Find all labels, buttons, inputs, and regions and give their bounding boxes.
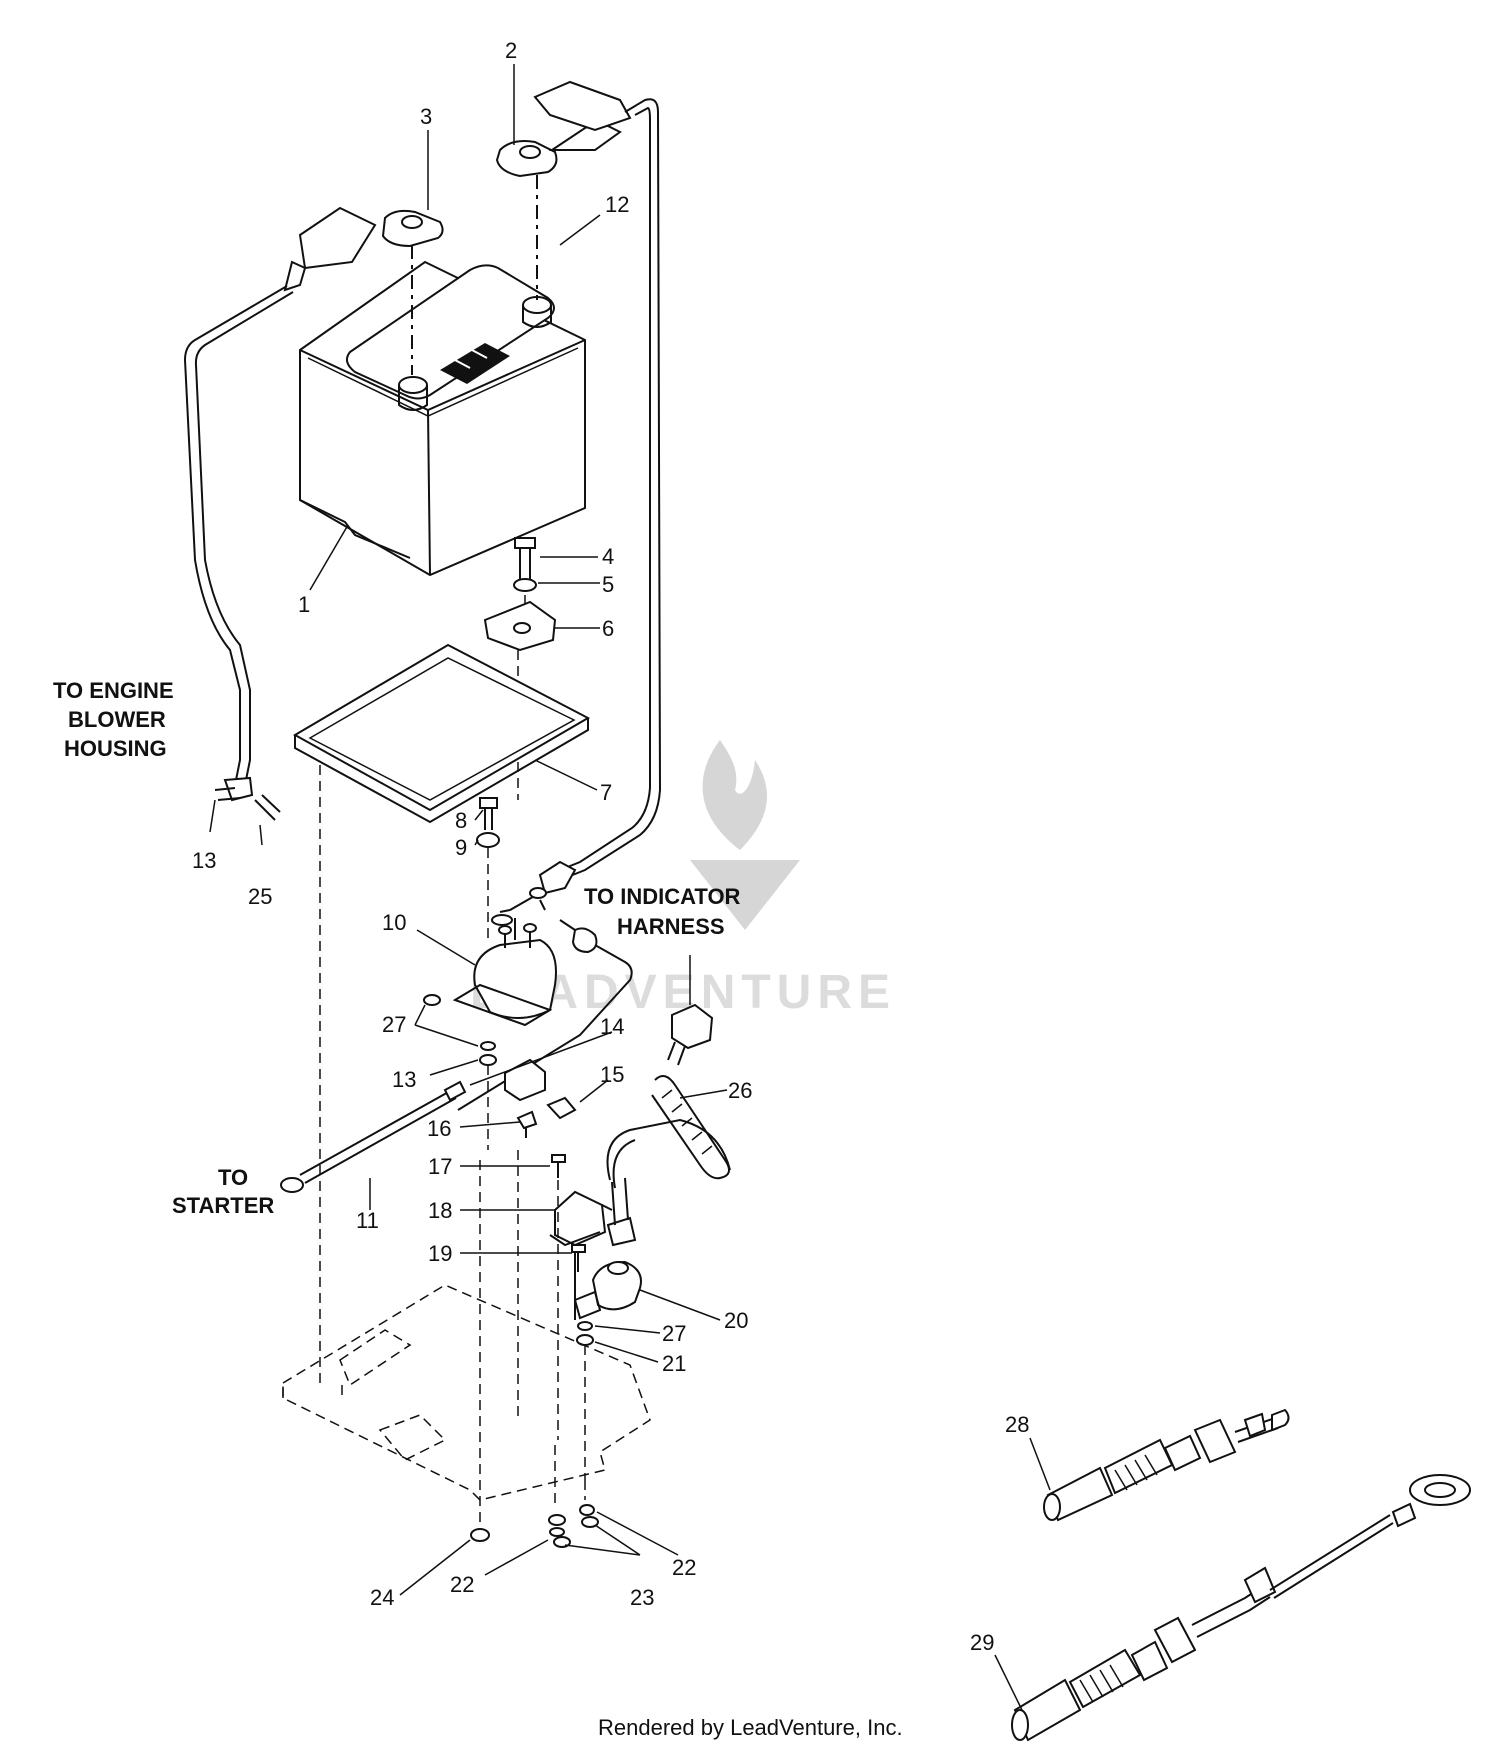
- callout-1: 1: [298, 592, 310, 617]
- callout-13-solenoid: 13: [392, 1067, 416, 1092]
- callout-14: 14: [600, 1014, 624, 1039]
- callout-20: 20: [724, 1308, 748, 1333]
- leader-lines: [209, 64, 1051, 1711]
- callout-19: 19: [428, 1241, 452, 1266]
- fuse-holder-drawing: [504, 1058, 577, 1138]
- callout-26: 26: [728, 1078, 752, 1103]
- callout-15: 15: [600, 1062, 624, 1087]
- cable-28-drawing: [1043, 1408, 1290, 1522]
- callout-11: 11: [356, 1208, 379, 1233]
- relay-drawing: [549, 1003, 731, 1320]
- callout-22-right: 22: [672, 1555, 696, 1580]
- callout-2: 2: [505, 38, 517, 63]
- callout-12: 12: [605, 192, 629, 217]
- battery-drawing: [299, 260, 586, 577]
- callout-22-left: 22: [450, 1572, 474, 1597]
- callout-numbers: 1 2 3 4 5 6 7 8 9 10 11 12 13 13 14 15 1…: [192, 38, 1029, 1655]
- callout-6: 6: [602, 616, 614, 641]
- callout-21: 21: [662, 1351, 686, 1376]
- callout-10: 10: [382, 910, 406, 935]
- mounting-plate-drawing: [282, 765, 651, 1525]
- label-to-indicator-line2: HARNESS: [617, 914, 725, 939]
- callout-16: 16: [427, 1116, 451, 1141]
- callout-4: 4: [602, 544, 614, 569]
- footer-credit: Rendered by LeadVenture, Inc.: [598, 1715, 903, 1740]
- callout-17: 17: [428, 1154, 452, 1179]
- routing-labels: TO ENGINE BLOWER HOUSING TO INDICATOR HA…: [53, 678, 741, 1218]
- negative-cable-drawing: [183, 206, 444, 821]
- callout-28: 28: [1005, 1412, 1029, 1437]
- label-to-indicator-line1: TO INDICATOR: [584, 884, 741, 909]
- callout-13-left: 13: [192, 848, 216, 873]
- label-to-engine-line2: BLOWER: [68, 707, 166, 732]
- label-to-starter-line2: STARTER: [172, 1193, 274, 1218]
- label-to-starter-line1: TO: [218, 1165, 248, 1190]
- callout-27-solenoid: 27: [382, 1012, 406, 1037]
- callout-5: 5: [602, 572, 614, 597]
- sender-drawing: [571, 1244, 642, 1480]
- callout-24: 24: [370, 1585, 394, 1610]
- cable-29-drawing: [1011, 1474, 1471, 1742]
- callout-27-sender: 27: [662, 1321, 686, 1346]
- hold-down-drawing: [483, 537, 557, 800]
- label-to-engine-line3: HOUSING: [64, 736, 167, 761]
- callout-25: 25: [248, 884, 272, 909]
- callout-7: 7: [600, 780, 612, 805]
- positive-cable-drawing: [491, 80, 662, 926]
- callout-29: 29: [970, 1630, 994, 1655]
- callout-9: 9: [455, 835, 467, 860]
- battery-tray-drawing: [292, 643, 591, 824]
- callout-8: 8: [455, 808, 467, 833]
- solenoid-drawing: [452, 797, 633, 1111]
- washers-drawing: [423, 994, 497, 1150]
- callout-3: 3: [420, 104, 432, 129]
- label-to-engine-line1: TO ENGINE: [53, 678, 174, 703]
- callout-18: 18: [428, 1198, 452, 1223]
- callout-23: 23: [630, 1585, 654, 1610]
- starter-cable-drawing: [280, 1080, 467, 1193]
- nuts-drawing: [470, 1504, 599, 1548]
